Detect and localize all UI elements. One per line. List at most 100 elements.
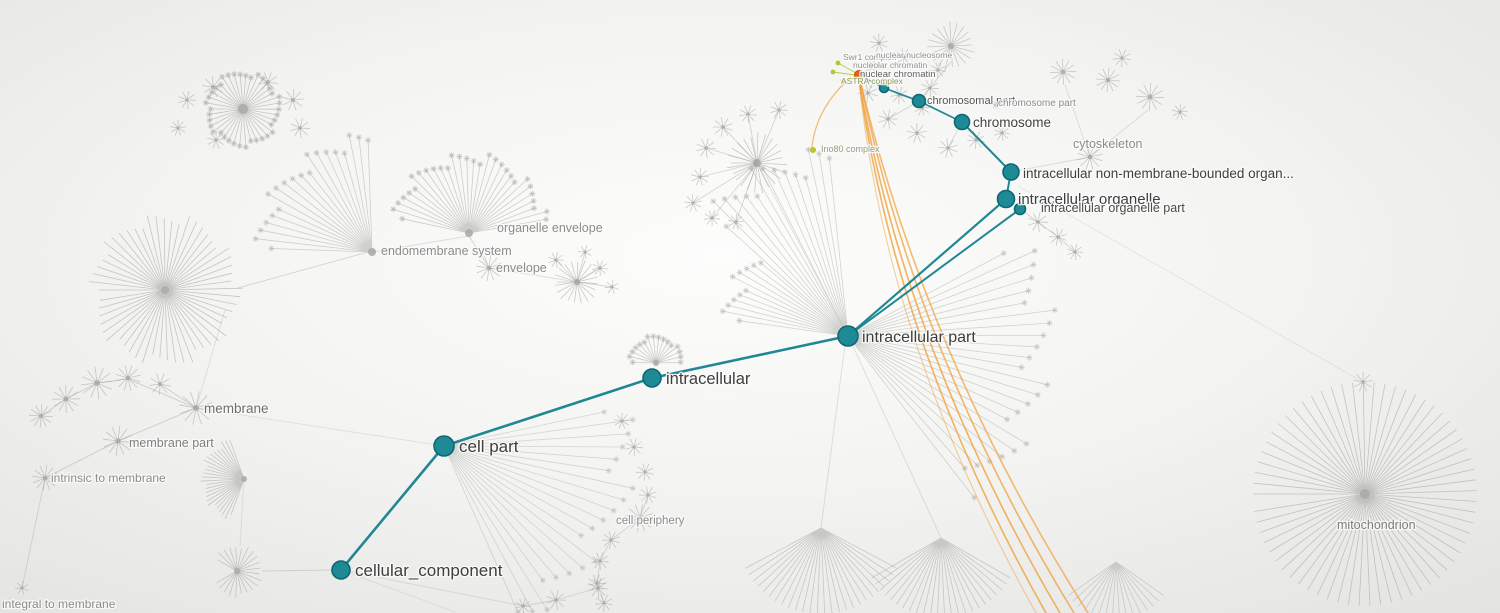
leaf-burst-hub xyxy=(266,80,270,84)
label-chromosome-part[interactable]: chromosome part xyxy=(997,97,1078,111)
leaf-burst xyxy=(592,260,608,277)
label-integral-to-membrane[interactable]: integral to membrane xyxy=(1,596,117,613)
label-cellular-component[interactable]: cellular_component xyxy=(354,560,504,582)
fan-cluster xyxy=(216,546,262,598)
leaf-burst xyxy=(684,193,702,212)
label-nuclear-chromatin[interactable]: nuclear chromatin xyxy=(859,68,937,82)
leaf-burst xyxy=(103,426,133,456)
label-cytoskeleton[interactable]: cytoskeleton xyxy=(1072,136,1144,153)
cluster-hub xyxy=(234,568,240,574)
node-chromosome-part-junction[interactable] xyxy=(878,82,890,94)
ino80-node-green[interactable] xyxy=(810,147,816,153)
label-chromosomal-part[interactable]: chromosomal part xyxy=(926,94,1017,109)
leaf-burst xyxy=(625,438,644,457)
graph-edge xyxy=(722,126,758,164)
minor-node-green[interactable] xyxy=(830,69,836,75)
label-chromosome[interactable]: chromosome xyxy=(972,114,1053,132)
green-edge xyxy=(832,71,856,76)
leaf-burst xyxy=(696,138,717,158)
cluster-hub xyxy=(161,286,169,294)
label-endomembrane-system[interactable]: endomembrane system xyxy=(380,243,513,260)
leaf-burst-hub xyxy=(704,146,708,150)
label-organelle-envelope[interactable]: organelle envelope xyxy=(496,220,604,237)
leaf-burst-hub xyxy=(620,419,624,423)
label-intracellular-non-membrane-bounded-organ[interactable]: intracellular non-membrane-bounded organ… xyxy=(1022,165,1296,183)
leaf-burst-hub xyxy=(94,380,100,386)
label-mitochondrion[interactable]: mitochondrion xyxy=(1336,517,1417,534)
graph-edge xyxy=(699,162,758,178)
graph-edge xyxy=(918,61,952,102)
graph-edge xyxy=(1037,221,1059,238)
node-cellular-component[interactable] xyxy=(331,560,351,580)
leaf-burst xyxy=(515,598,532,613)
leaf-burst xyxy=(32,465,58,491)
minor-node-green[interactable] xyxy=(835,60,841,66)
node-intracellular-part[interactable] xyxy=(837,325,859,347)
graph-edge xyxy=(576,251,586,283)
leaf-burst xyxy=(81,367,113,399)
leaf-burst-hub xyxy=(632,445,636,449)
leaf-burst xyxy=(691,167,710,186)
node-intracellular[interactable] xyxy=(642,368,662,388)
leaf-burst xyxy=(290,118,311,138)
cluster-hub xyxy=(753,159,761,167)
label-cell-part[interactable]: cell part xyxy=(458,436,520,458)
graph-edge xyxy=(195,309,226,409)
graph-edge xyxy=(851,343,942,539)
label-intracellular-organelle-part[interactable]: intracellular organelle part xyxy=(1040,200,1187,217)
leaf-burst xyxy=(865,59,880,73)
label-intracellular-organelle[interactable]: intracellular organelle xyxy=(1017,190,1162,210)
label-envelope[interactable]: envelope xyxy=(495,260,548,277)
highlighted-path-edge xyxy=(650,334,850,380)
leaf-burst-hub xyxy=(211,85,215,89)
label-layer: cellular_component cell part intracellular… xyxy=(1,49,1417,613)
fan-cluster xyxy=(1253,381,1477,606)
highlighted-edge-orange xyxy=(859,79,1089,613)
node-cell-part[interactable] xyxy=(433,435,455,457)
graph-edge xyxy=(735,162,758,223)
node-chromosome[interactable] xyxy=(953,113,971,131)
graph-edge xyxy=(705,147,758,164)
leaf-burst xyxy=(1048,228,1067,246)
leaf-burst-hub xyxy=(115,438,121,444)
label-membrane[interactable]: membrane xyxy=(203,400,270,418)
node-intracellular-organelle-part[interactable] xyxy=(1013,202,1027,216)
leaf-burst xyxy=(1095,67,1121,93)
cluster-hub xyxy=(653,360,659,366)
fan-leaf-ticks xyxy=(514,408,636,613)
selected-node-orange[interactable] xyxy=(854,70,864,80)
node-intracellular-organelle[interactable] xyxy=(996,189,1016,209)
minor-node-green[interactable] xyxy=(840,78,846,84)
node-chromosomal-part[interactable] xyxy=(911,93,927,109)
label-intrinsic-to-membrane[interactable]: intrinsic to membrane xyxy=(50,470,168,487)
leaf-burst xyxy=(870,33,888,52)
fan-cluster xyxy=(1068,561,1164,613)
leaf-burst-hub xyxy=(691,201,695,205)
label-intracellular[interactable]: intracellular xyxy=(665,369,752,390)
leaf-burst-hub xyxy=(886,117,890,121)
leaf-burst xyxy=(149,373,171,396)
highlighted-edge-orange xyxy=(811,76,852,148)
graph-edge xyxy=(261,569,333,572)
leaf-burst-hub xyxy=(598,266,602,270)
leaf-burst xyxy=(546,590,567,610)
label-cell-periphery[interactable]: cell periphery xyxy=(615,514,686,529)
fan-cluster xyxy=(392,154,548,234)
leaf-burst xyxy=(635,463,654,482)
leaf-burst-hub xyxy=(598,559,602,563)
leaf-burst xyxy=(548,252,565,268)
node-intracellular-non-membrane-bounded-organelle[interactable] xyxy=(1002,163,1020,181)
fan-cluster xyxy=(744,527,898,613)
leaf-burst-hub xyxy=(871,64,875,68)
leaf-burst xyxy=(51,384,81,414)
leaf-burst xyxy=(921,79,940,98)
graph-edge xyxy=(1017,185,1364,383)
graph-edge xyxy=(599,539,612,562)
graph-edge xyxy=(1064,84,1091,158)
leaf-burst xyxy=(202,75,224,98)
label-membrane-part[interactable]: membrane part xyxy=(128,435,216,452)
leaf-burst xyxy=(878,109,898,129)
label-intracellular-part[interactable]: intracellular part xyxy=(861,328,978,348)
